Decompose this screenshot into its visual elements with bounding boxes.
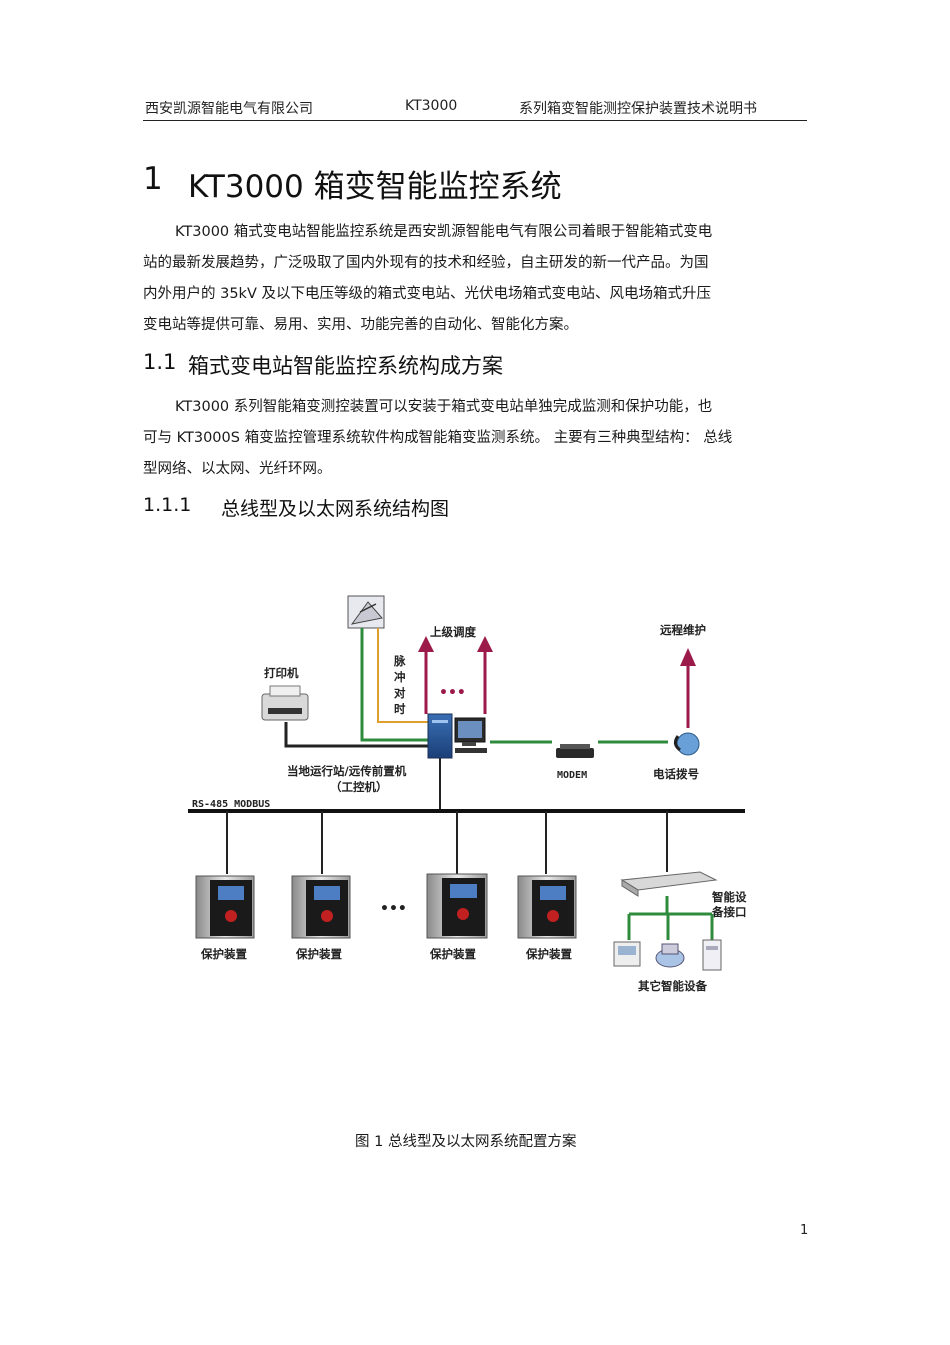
section-1-number: 1 bbox=[143, 161, 163, 197]
pulse-char-2: 冲 bbox=[394, 670, 406, 684]
satellite-link-green bbox=[360, 628, 432, 742]
section-1-1-1-number: 1.1.1 bbox=[143, 494, 192, 516]
pulse-timing-line-orange bbox=[377, 628, 432, 723]
section-1-1-para-line-3: 型网络、以太网、光纤环网。 bbox=[143, 461, 332, 477]
smart-interface-label-line-2: 备接口 bbox=[711, 905, 747, 919]
section-1-para-line-2: 站的最新发展趋势，广泛吸取了国内外现有的技术和经验，自主研发的新一代产品。为国 bbox=[143, 255, 709, 271]
pulse-char-3: 对 bbox=[394, 686, 406, 700]
modem-icon bbox=[556, 744, 594, 758]
pulse-char-4: 时 bbox=[394, 702, 406, 716]
printer-cable bbox=[284, 722, 432, 748]
protection-device-label-4: 保护装置 bbox=[525, 947, 572, 961]
printer-icon bbox=[261, 685, 309, 721]
section-1-1-para-line-1: KT3000 系列智能箱变测控装置可以安装于箱式变电站单独完成监测和保护功能，也 bbox=[175, 399, 713, 415]
pulse-char-1: 脉 bbox=[393, 654, 406, 668]
section-1-1-title: 箱式变电站智能监控系统构成方案 bbox=[188, 354, 503, 378]
bus-label: RS-485 MODBUS bbox=[192, 799, 270, 810]
protection-device-label-3: 保护装置 bbox=[429, 947, 476, 961]
other-devices-links bbox=[627, 896, 714, 940]
phone-globe-icon bbox=[673, 732, 700, 756]
printer-label: 打印机 bbox=[264, 666, 299, 680]
header-rule bbox=[143, 120, 807, 121]
station-label-line-2: （工控机） bbox=[330, 780, 388, 794]
section-1-1-number: 1.1 bbox=[143, 350, 177, 374]
header-company: 西安凯源智能电气有限公司 bbox=[145, 101, 313, 117]
upper-dispatch-label: 上级调度 bbox=[430, 625, 476, 639]
industrial-pc-icon bbox=[427, 713, 487, 759]
header-doc-title: 系列箱变智能测控保护装置技术说明书 bbox=[519, 101, 757, 117]
section-1-title: KT3000 箱变智能监控系统 bbox=[188, 169, 562, 205]
section-1-para-line-4: 变电站等提供可靠、易用、实用、功能完善的自动化、智能化方案。 bbox=[143, 317, 578, 333]
station-label-line-1: 当地运行站/远传前置机 bbox=[287, 764, 407, 778]
protection-device-icon-2 bbox=[291, 875, 351, 939]
controller-icon bbox=[702, 939, 722, 971]
devices-ellipsis: ••• bbox=[380, 901, 407, 917]
smart-interface-label-line-1: 智能设 bbox=[712, 890, 747, 904]
smart-interface-icon bbox=[620, 871, 718, 897]
section-1-para-line-1: KT3000 箱式变电站智能监控系统是西安凯源智能电气有限公司着眼于智能箱式变电 bbox=[175, 224, 713, 240]
protection-device-label-2: 保护装置 bbox=[295, 947, 342, 961]
protection-device-icon-4 bbox=[517, 875, 577, 939]
remote-maintenance-arrow bbox=[680, 648, 696, 728]
other-devices-label: 其它智能设备 bbox=[638, 979, 707, 993]
meter-icon bbox=[613, 941, 641, 967]
satellite-clock-icon bbox=[347, 595, 385, 629]
modem-label: MODEM bbox=[557, 770, 587, 781]
upper-dispatch-arrows bbox=[418, 636, 493, 714]
sensor-icon bbox=[655, 943, 685, 968]
section-1-1-para-line-2: 可与 KT3000S 箱变监控管理系统软件构成智能箱变监测系统。 主要有三种典型… bbox=[143, 430, 733, 446]
phone-dialup-label: 电话拨号 bbox=[653, 767, 699, 781]
protection-device-icon-3 bbox=[426, 873, 488, 939]
section-1-1-1-title: 总线型及以太网系统结构图 bbox=[221, 498, 450, 520]
protection-device-label-1: 保护装置 bbox=[200, 947, 247, 961]
dispatch-ellipsis: ••• bbox=[439, 685, 466, 701]
remote-maintenance-label: 远程维护 bbox=[660, 623, 706, 637]
protection-device-icon-1 bbox=[195, 875, 255, 939]
figure-caption: 图 1 总线型及以太网系统配置方案 bbox=[355, 1134, 577, 1150]
header-product: KT3000 bbox=[405, 98, 458, 114]
page-number: 1 bbox=[800, 1223, 809, 1238]
section-1-para-line-3: 内外用户的 35kV 及以下电压等级的箱式变电站、光伏电场箱式变电站、风电场箱式… bbox=[143, 286, 711, 302]
